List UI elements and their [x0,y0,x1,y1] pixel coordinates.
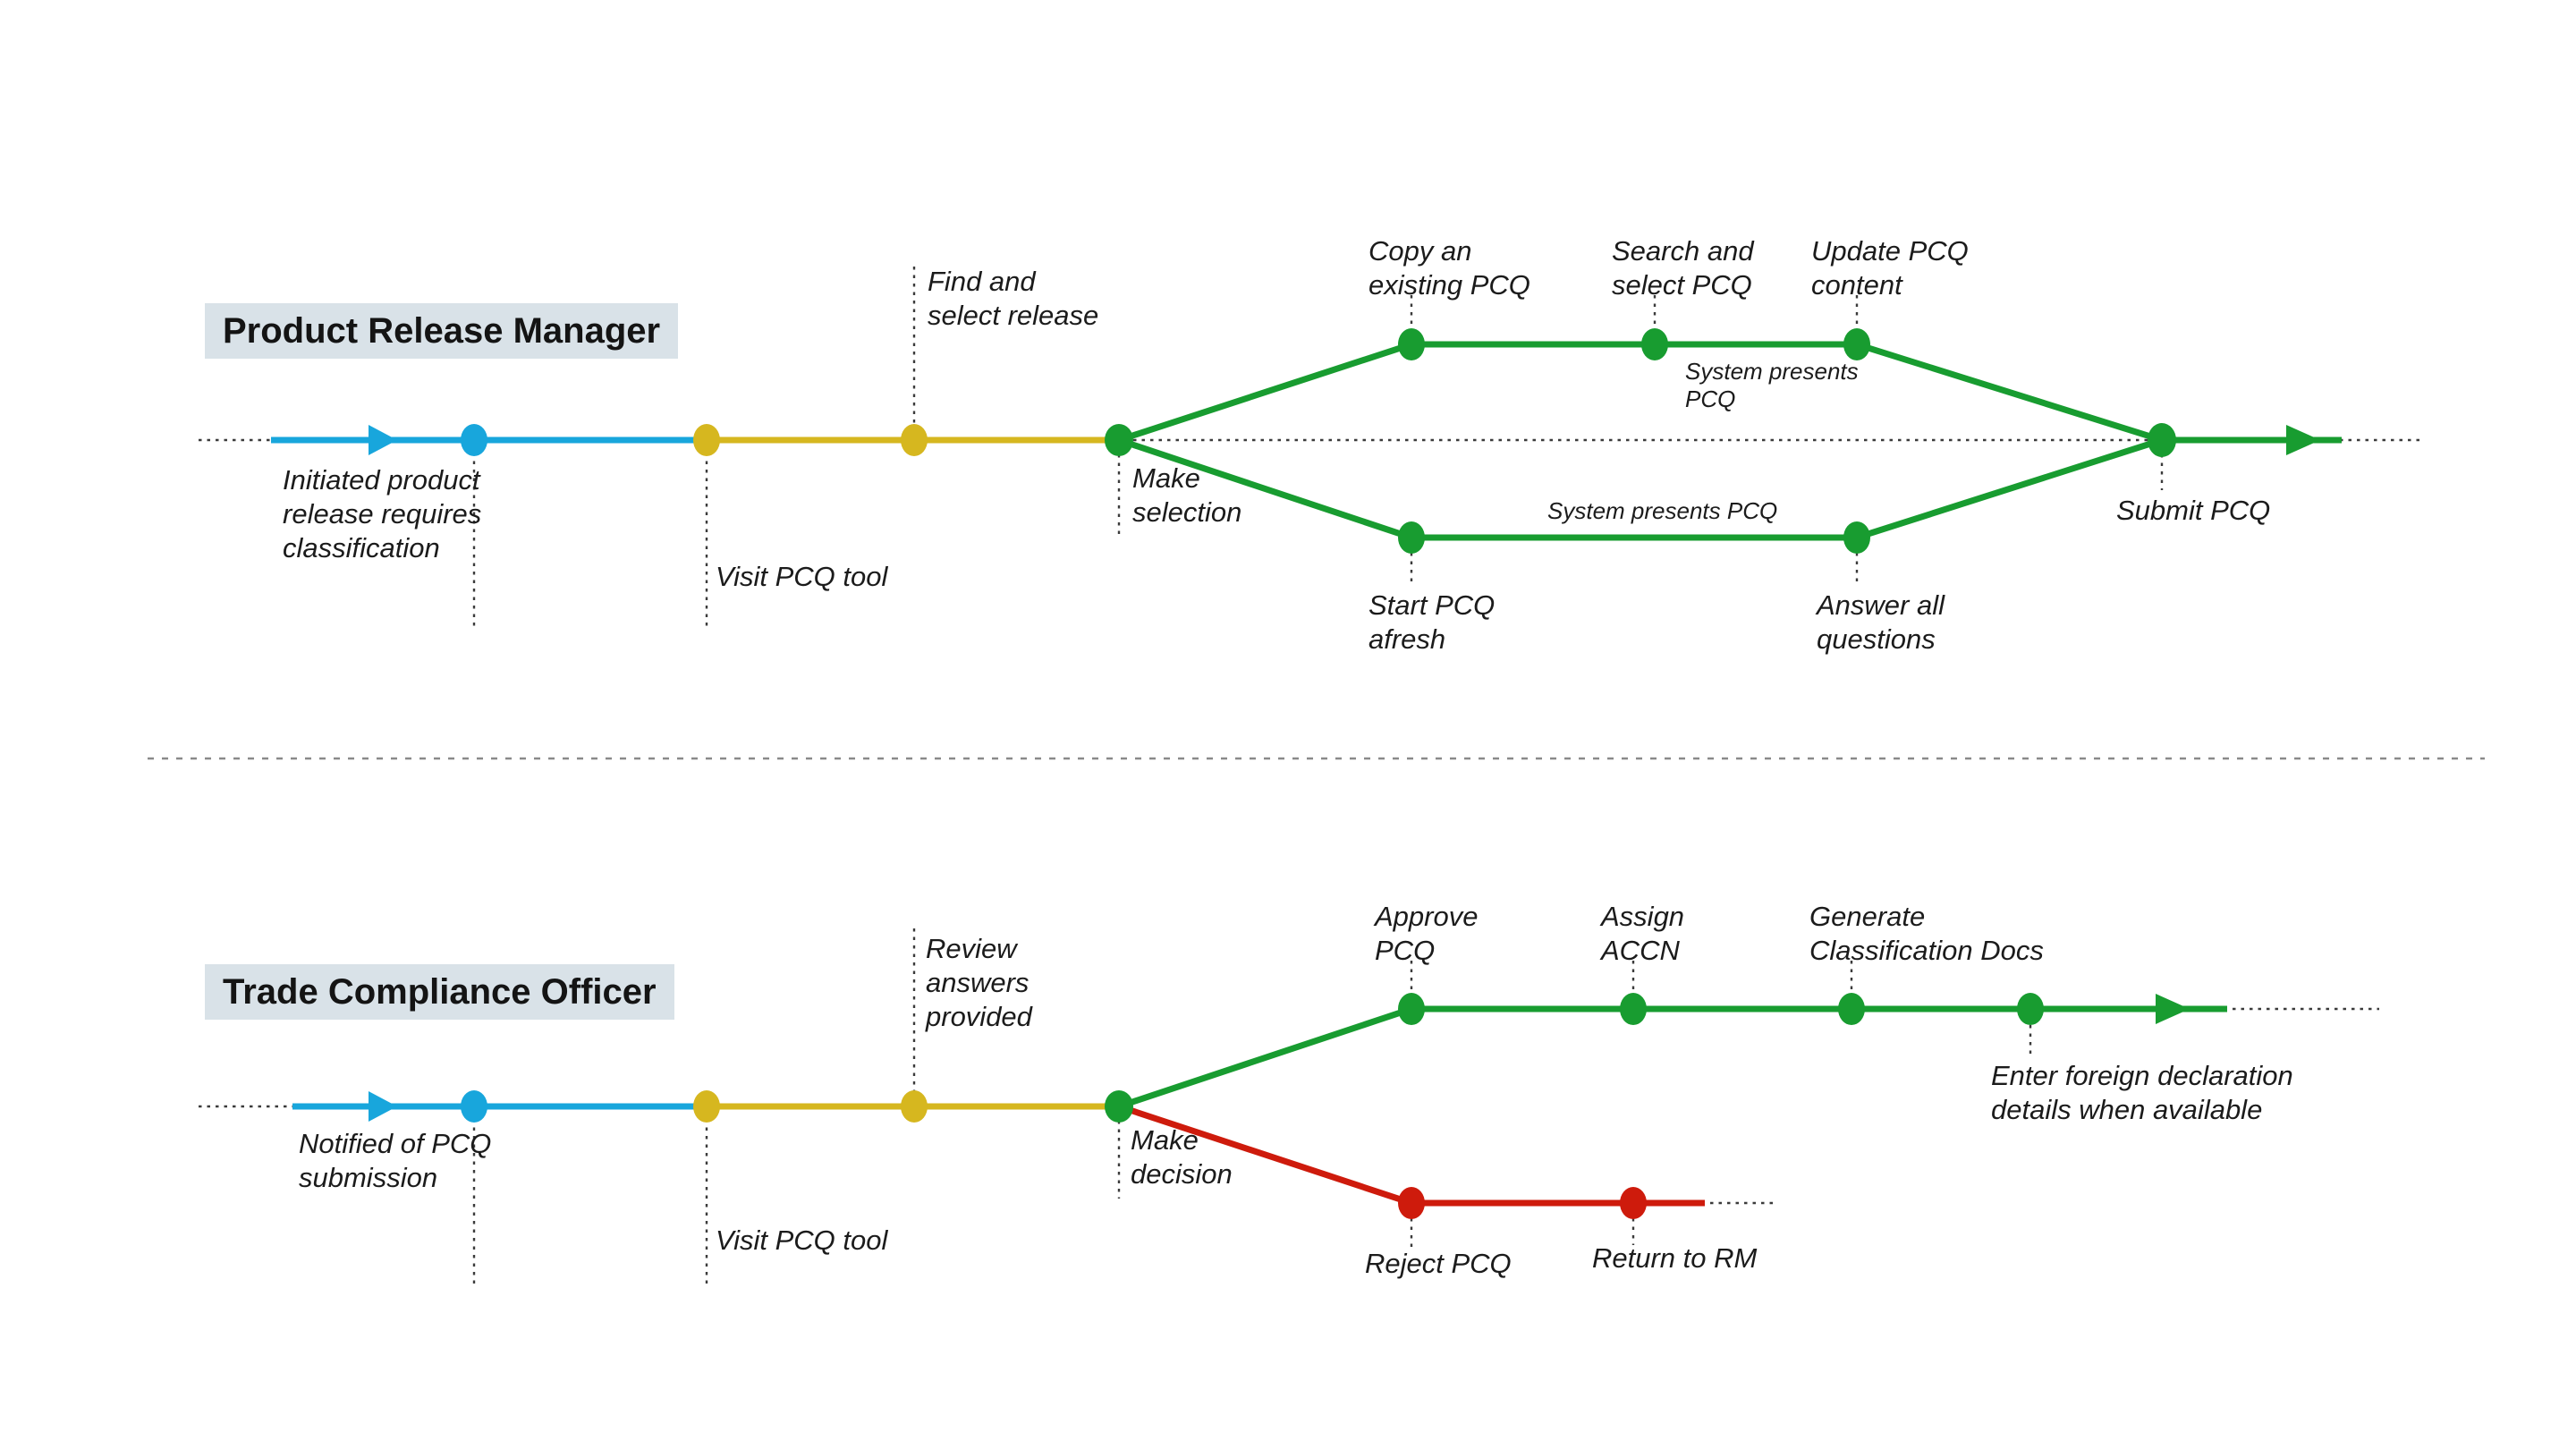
lane2-note-generate-docs: Generate Classification Docs [1809,901,2044,966]
lane1-title: Product Release Manager [205,303,679,359]
lane1-note-visit-tool: Visit PCQ tool [716,561,888,592]
lane1-node-update-content [1843,328,1870,360]
lane2-node-make-decision [1105,1090,1133,1123]
lane1-exit-arrow-icon [2286,425,2320,455]
lane1-branch-afresh-path [1117,436,2164,541]
lane1-note-update-content: Update PCQ content [1811,235,1969,301]
lane2-note-enter-foreign: Enter foreign declaration details when a… [1991,1060,2293,1125]
lane1-node-visit-tool [693,424,720,456]
lane2-blue-arrow-icon [369,1091,397,1122]
lane1-note-make-selection: Make selection [1132,462,1242,528]
lane2-node-generate [1838,993,1865,1025]
lane2-note-review-answers: Review answers provided [926,933,1032,1032]
lane2-note-approve: Approve PCQ [1375,901,1479,966]
lane2-node-review [901,1090,928,1123]
lane1-node-initiated [461,424,487,456]
lane1-node-answer-all [1843,521,1870,554]
lane2-note-return-rm: Return to RM [1592,1242,1758,1274]
lane2-title: Trade Compliance Officer [205,964,674,1020]
lane2-node-approve [1398,993,1425,1025]
lane2-note-assign-accn: Assign ACCN [1601,901,1685,966]
lane1-note-answer-all: Answer all questions [1817,589,1945,655]
lane2-approve-arrow-icon [2156,994,2190,1024]
lane2-node-return-rm [1620,1187,1647,1219]
lane1-node-copy-existing [1398,328,1425,360]
lane1-branch-copy-path [1117,341,2164,444]
lane2-node-enter-foreign [2017,993,2044,1025]
lane1-note-system-presents-fresh: System presents PCQ [1547,497,1778,524]
lane1-note-search-select: Search and select PCQ [1612,235,1754,301]
lane1-node-search-select [1641,328,1668,360]
lane1-note-submit: Submit PCQ [2116,495,2271,526]
lane1-note-copy-existing: Copy an existing PCQ [1368,235,1530,301]
lane2-note-make-decision: Make decision [1131,1124,1233,1190]
lane1-blue-arrow-icon [369,425,397,455]
lane2-note-visit-tool: Visit PCQ tool [716,1224,888,1256]
lane2-node-reject [1398,1187,1425,1219]
lane1-node-find-select [901,424,928,456]
lane1-node-start-afresh [1398,521,1425,554]
lane1-note-system-presents-copy: System presents PCQ [1685,358,1859,412]
lane2-node-assign [1620,993,1647,1025]
lane2-note-reject: Reject PCQ [1365,1248,1512,1279]
lane2-note-notified: Notified of PCQ submission [299,1128,492,1193]
lane2-node-notified [461,1090,487,1123]
lane1-note-initiated: Initiated product release requires class… [283,464,482,564]
lane1-note-find-select: Find and select release [928,266,1099,331]
lane1-note-start-afresh: Start PCQ afresh [1368,589,1496,655]
lane1-node-submit [2148,423,2176,457]
lane1-node-make-selection [1105,424,1133,456]
lane2-node-visit-tool [693,1090,720,1123]
